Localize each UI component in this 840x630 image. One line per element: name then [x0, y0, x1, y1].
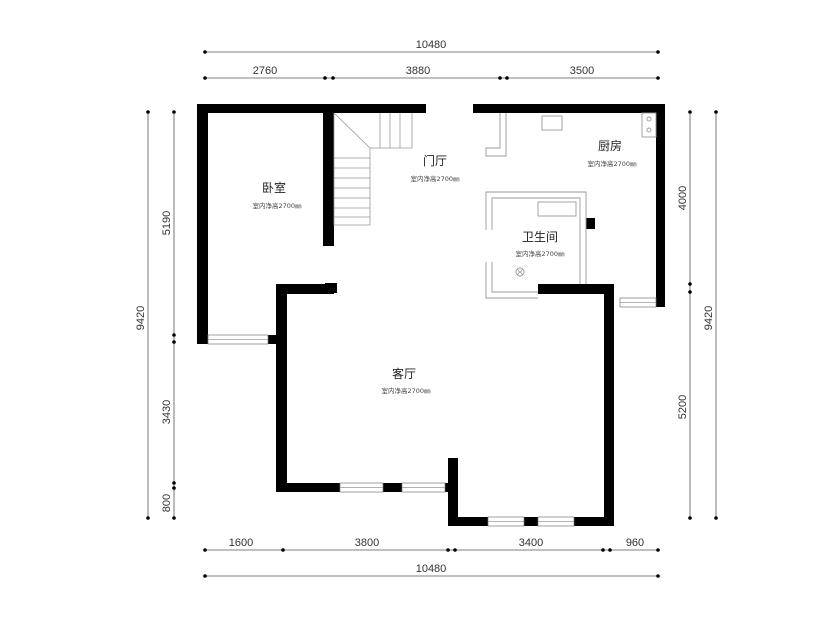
room-name-bathroom: 卫生间: [522, 230, 558, 244]
bathroom-fixtures: [485, 191, 587, 299]
room-note-kitchen: 室内净高2700㎜: [587, 159, 637, 168]
room-name-living: 客厅: [392, 366, 416, 381]
dim-right-total: 9420: [703, 306, 715, 330]
right-dimensions: 4000 5200 9420: [677, 110, 718, 520]
dim-bottom-seg-3: 3400: [519, 537, 543, 549]
dim-right-seg-1: 4000: [677, 186, 689, 210]
dim-bottom-seg-2: 3800: [355, 537, 379, 549]
dim-bottom-total: 10480: [416, 563, 447, 575]
room-note-foyer: 室内净高2700㎜: [410, 174, 460, 183]
dim-top-seg-1: 2760: [253, 65, 277, 77]
dim-top-seg-2: 3880: [406, 65, 430, 77]
dim-left-seg-3: 800: [161, 494, 173, 512]
top-dimensions: 10480 2760 3880 3500: [203, 39, 660, 80]
dim-left-total: 9420: [135, 306, 147, 330]
staircase: [333, 112, 413, 226]
dim-left-seg-1: 5190: [161, 211, 173, 235]
room-bedroom: 卧室 室内净高2700㎜: [252, 180, 302, 210]
room-bathroom: 卫生间 室内净高2700㎜: [515, 230, 565, 258]
dim-right-seg-2: 5200: [677, 395, 689, 419]
dim-bottom-seg-4: 960: [626, 537, 644, 549]
room-note-bathroom: 室内净高2700㎜: [515, 249, 565, 258]
dim-left-seg-2: 3430: [161, 400, 173, 424]
room-note-living: 室内净高2700㎜: [381, 386, 431, 395]
room-note-bedroom: 室内净高2700㎜: [252, 201, 302, 210]
room-living: 客厅 室内净高2700㎜: [381, 366, 431, 395]
room-name-bedroom: 卧室: [262, 180, 286, 195]
left-dimensions: 9420 5190 3430 800: [135, 110, 176, 520]
room-name-kitchen: 厨房: [598, 138, 622, 153]
windows: [207, 297, 657, 527]
kitchen-fixtures: [485, 112, 657, 157]
dim-bottom-seg-1: 1600: [229, 537, 253, 549]
room-name-foyer: 门厅: [423, 153, 447, 168]
dim-top-total: 10480: [416, 39, 447, 51]
bottom-dimensions: 1600 3800 3400 960 10480: [203, 537, 660, 578]
dim-top-seg-3: 3500: [570, 65, 594, 77]
room-kitchen: 厨房 室内净高2700㎜: [587, 138, 637, 168]
room-foyer: 门厅 室内净高2700㎜: [410, 153, 460, 183]
